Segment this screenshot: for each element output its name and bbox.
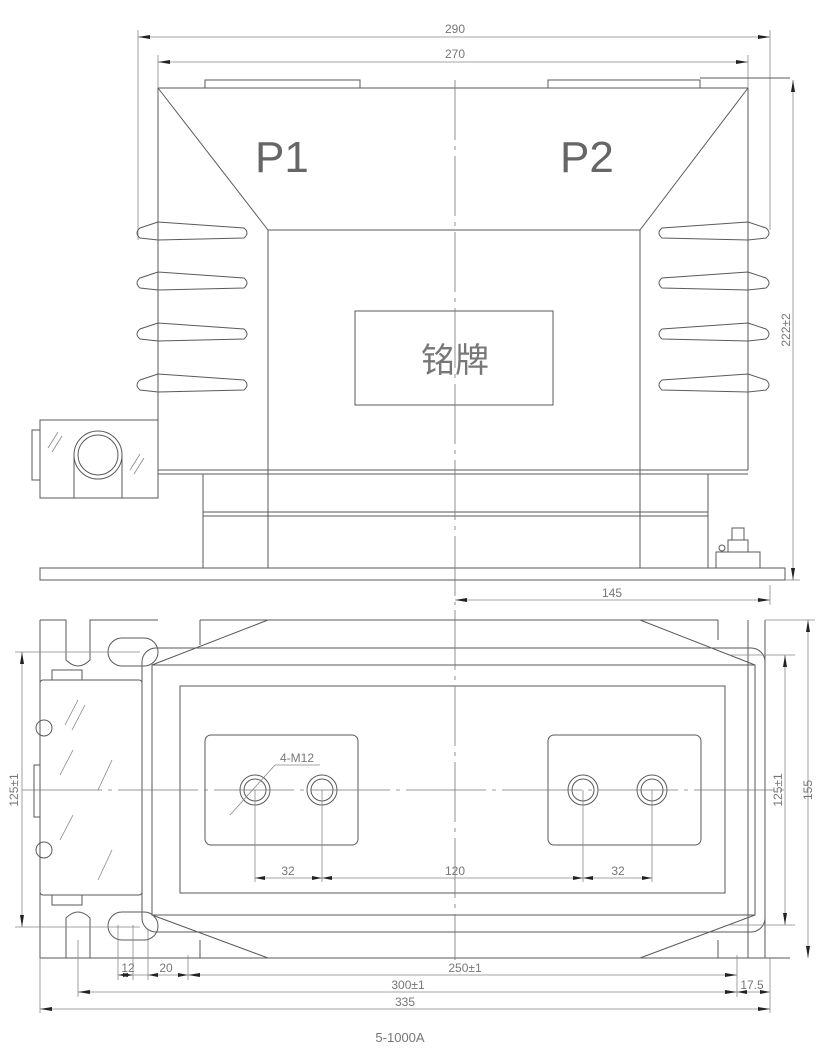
hole-callout: 4-M12: [229, 751, 320, 816]
insulator-sheds-left: [136, 221, 248, 393]
dim-290-label: 290: [445, 22, 465, 36]
dim-300-label: 300±1: [391, 978, 425, 992]
dim-290: 290: [137, 22, 771, 240]
dim-12-label: 12: [121, 961, 135, 975]
insulator-sheds-right: [658, 221, 770, 393]
dim-17-5-label: 17.5: [740, 978, 764, 992]
dim-125-right-label: 125±1: [771, 773, 785, 807]
secondary-terminal-box: [31, 419, 159, 499]
nameplate-box: [354, 310, 554, 406]
dim-270: 270: [157, 47, 749, 88]
dim-250-label: 250±1: [448, 961, 482, 975]
dim-145-label: 145: [602, 586, 622, 600]
dim-32-left-label: 32: [281, 864, 295, 878]
core-window: [179, 685, 726, 894]
dim-125-right: 125±1: [730, 654, 795, 926]
mounting-feet: [39, 619, 766, 959]
dim-bottom-row3: 335: [39, 958, 770, 1013]
front-view: 290 270 P1 P2: [31, 22, 800, 605]
terminal-plate-p1: [204, 79, 361, 89]
dim-bottom-row1: 12 20 250±1: [117, 925, 738, 997]
label-p1: P1: [255, 133, 309, 182]
dim-335-label: 335: [395, 995, 415, 1009]
secondary-terminal-box-top: [33, 669, 143, 906]
dim-20-label: 20: [159, 961, 173, 975]
dim-32-right-label: 32: [611, 864, 625, 878]
base-plate: [39, 567, 786, 581]
dim-270-label: 270: [445, 47, 465, 61]
dim-155-label: 155: [801, 780, 815, 800]
dim-120-label: 120: [445, 864, 465, 878]
hole-callout-label: 4-M12: [280, 751, 314, 765]
dim-145: 145: [455, 585, 771, 605]
dim-125-left-label: 125±1: [7, 773, 21, 807]
dim-bottom-row2: 300±1 17.5: [77, 940, 771, 1013]
base-section: [202, 473, 709, 569]
model-label: 5-1000A: [375, 1030, 424, 1045]
ground-bolt: [715, 527, 761, 569]
dim-222-label: 222±2: [779, 313, 793, 347]
terminal-plate-p2: [547, 79, 701, 89]
label-p2: P2: [560, 133, 614, 182]
dim-125-left: 125±1: [7, 651, 140, 928]
top-view: 4-M12 32 120 32 125±1: [7, 610, 815, 1013]
dim-155: 155: [765, 619, 815, 958]
dim-hole-spacing: 32 120 32: [254, 790, 653, 882]
dim-222: 222±2: [779, 80, 800, 581]
